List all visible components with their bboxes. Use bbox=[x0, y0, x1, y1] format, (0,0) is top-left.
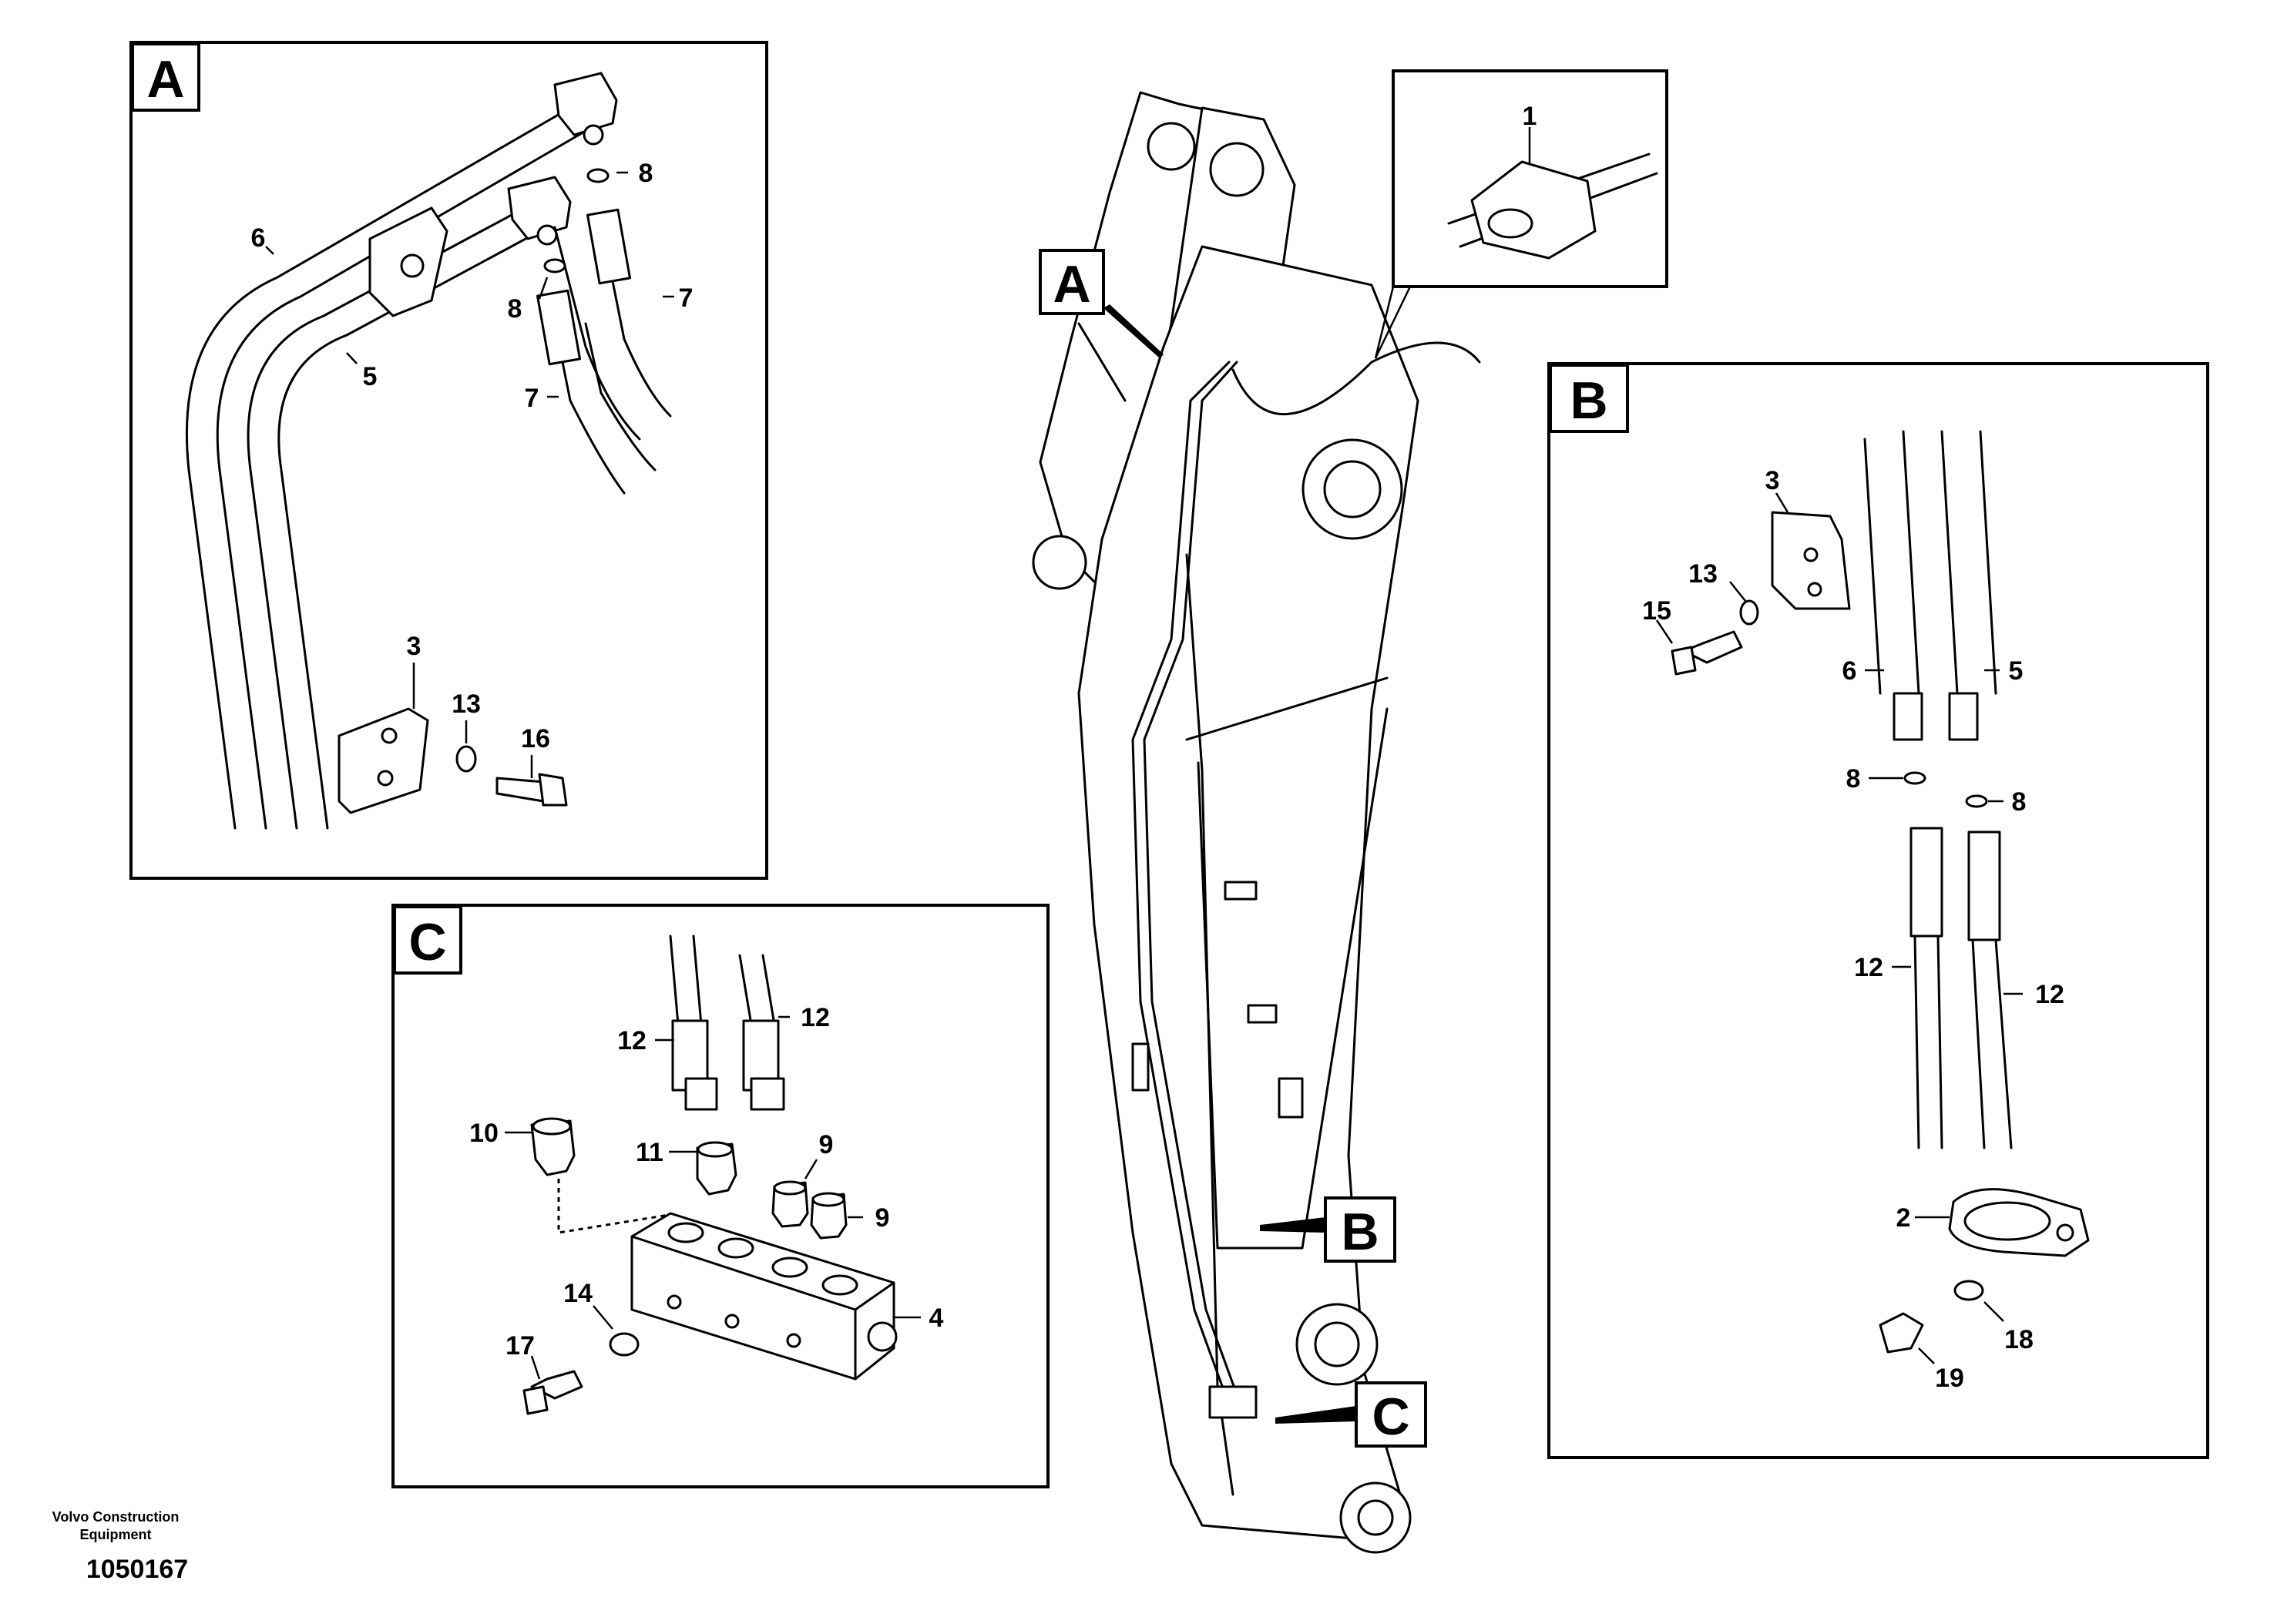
detail-1: 1 bbox=[1374, 69, 1668, 359]
label-C-17: 17 bbox=[505, 1331, 535, 1361]
label-C-9b: 9 bbox=[875, 1203, 890, 1233]
label-B-2: 2 bbox=[1896, 1203, 1911, 1233]
label-C-14: 14 bbox=[563, 1279, 593, 1308]
panel-C-title: C bbox=[408, 913, 446, 971]
label-C-10: 10 bbox=[469, 1119, 499, 1148]
panel-A-title: A bbox=[146, 50, 184, 109]
label-C-11: 11 bbox=[636, 1138, 663, 1167]
panel-C: C bbox=[391, 904, 1050, 1488]
panel-A: A bbox=[129, 41, 768, 880]
label-A-16: 16 bbox=[521, 724, 550, 753]
label-B-6: 6 bbox=[1842, 656, 1857, 686]
label-C-12a: 12 bbox=[617, 1026, 647, 1055]
drawing-number: 1050167 bbox=[86, 1555, 188, 1584]
label-1: 1 bbox=[1523, 102, 1537, 131]
label-A-8a: 8 bbox=[639, 159, 653, 188]
callout-box-C bbox=[1355, 1381, 1427, 1448]
panel-C-frame bbox=[391, 904, 1050, 1488]
label-C-9a: 9 bbox=[819, 1130, 834, 1159]
label-C-4: 4 bbox=[929, 1304, 944, 1333]
boom-arm bbox=[1032, 91, 1481, 1554]
callout-box-B bbox=[1324, 1196, 1396, 1263]
label-B-13: 13 bbox=[1688, 559, 1718, 589]
label-A-5: 5 bbox=[363, 362, 378, 391]
footer: Volvo Construction Equipment 1050167 bbox=[52, 1509, 189, 1584]
label-B-12a: 12 bbox=[1854, 953, 1883, 982]
label-C-12b: 12 bbox=[801, 1003, 830, 1032]
panel-B-frame bbox=[1547, 362, 2209, 1459]
footer-brand-line2: Equipment bbox=[80, 1527, 152, 1542]
label-A-8b: 8 bbox=[508, 294, 522, 324]
callout-B: B bbox=[1341, 1203, 1379, 1261]
label-B-19: 19 bbox=[1935, 1364, 1964, 1393]
label-B-5: 5 bbox=[2009, 656, 2024, 686]
label-B-15: 15 bbox=[1642, 596, 1671, 626]
label-A-7b: 7 bbox=[525, 384, 539, 413]
label-B-8a: 8 bbox=[1846, 764, 1861, 794]
label-A-3: 3 bbox=[407, 632, 422, 661]
footer-brand-line1: Volvo Construction bbox=[52, 1509, 180, 1525]
label-A-6: 6 bbox=[251, 223, 266, 253]
main-callouts: A B C bbox=[1039, 249, 1427, 1448]
label-A-7a: 7 bbox=[679, 284, 694, 313]
panel-B: B bbox=[1547, 362, 2209, 1459]
callout-A: A bbox=[1053, 255, 1090, 314]
panel-B-title: B bbox=[1570, 371, 1607, 430]
callout-C: C bbox=[1372, 1387, 1409, 1446]
callout-box-A bbox=[1039, 249, 1105, 315]
label-B-18: 18 bbox=[2004, 1325, 2034, 1354]
label-A-13: 13 bbox=[452, 690, 481, 719]
label-B-8b: 8 bbox=[2012, 787, 2027, 817]
panel-A-frame bbox=[129, 41, 768, 880]
label-B-12b: 12 bbox=[2035, 980, 2064, 1009]
label-B-3: 3 bbox=[1765, 466, 1780, 495]
